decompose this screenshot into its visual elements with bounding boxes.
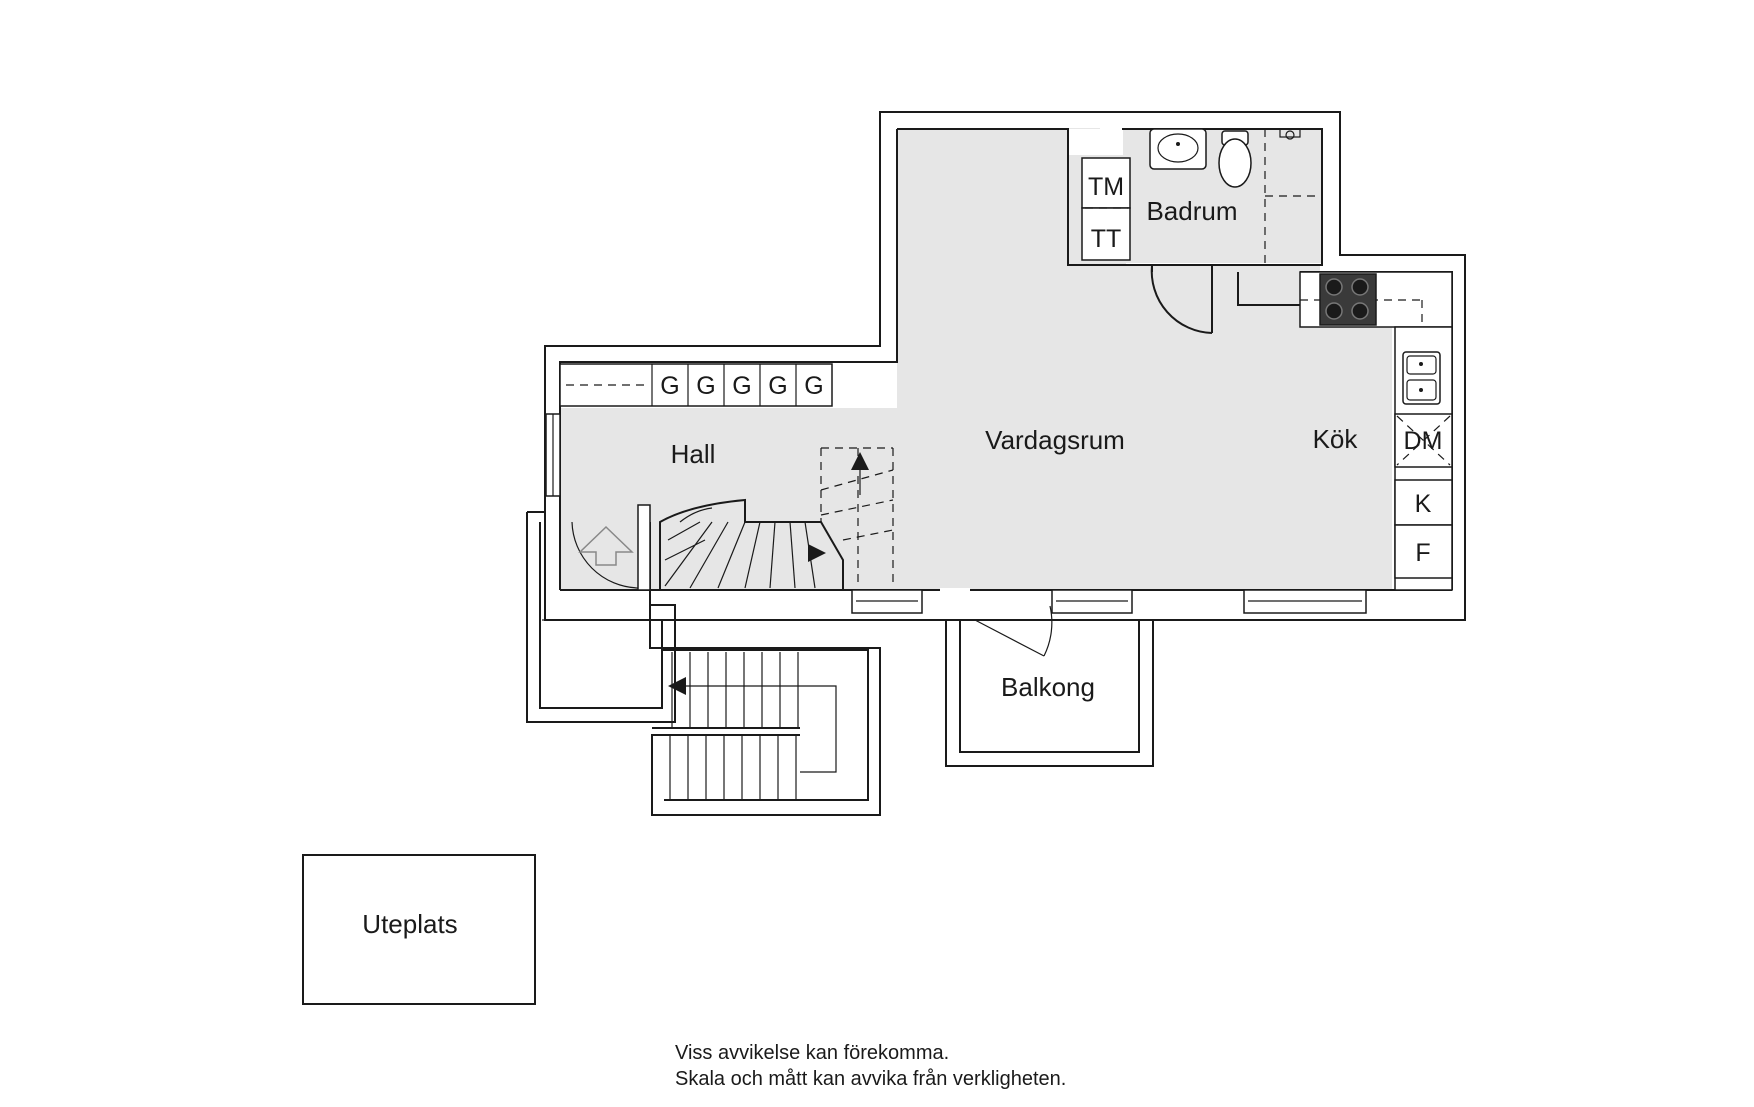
hall-label: Hall bbox=[671, 439, 716, 469]
stove-icon bbox=[1319, 273, 1377, 326]
uteplats-label: Uteplats bbox=[362, 909, 457, 939]
balcony-door[interactable] bbox=[974, 605, 1053, 657]
internal-stair bbox=[659, 447, 894, 591]
washbasin-icon bbox=[1149, 128, 1207, 170]
wardrobe-doors bbox=[651, 364, 797, 406]
wardrobe-g-4: G bbox=[768, 372, 787, 400]
window-bottom-1 bbox=[851, 589, 923, 614]
tt-closet bbox=[1081, 207, 1131, 261]
tm-closet bbox=[1081, 157, 1131, 209]
badrum-label: Badrum bbox=[1146, 196, 1237, 226]
balcony-outer bbox=[945, 619, 1154, 767]
disclaimer-line-2: Skala och mått kan avvika från verklighe… bbox=[675, 1068, 1066, 1090]
entrance-wall-inner bbox=[539, 522, 663, 709]
disclaimer-line-1: Viss avvikelse kan förekomma. bbox=[675, 1042, 949, 1064]
sink-icon bbox=[1402, 351, 1441, 405]
toilet-icon bbox=[1218, 130, 1252, 188]
balkong-label: Balkong bbox=[1001, 672, 1095, 702]
external-staircase bbox=[649, 605, 881, 816]
main-floor bbox=[560, 128, 1392, 590]
wardrobe-g-5: G bbox=[804, 372, 823, 400]
uteplats-area bbox=[302, 854, 536, 1005]
entrance-door[interactable] bbox=[571, 521, 639, 589]
vardagsrum-label: Vardagsrum bbox=[985, 425, 1125, 455]
wardrobe-row bbox=[559, 363, 833, 407]
dm-label: DM bbox=[1404, 427, 1443, 455]
kok-label: Kök bbox=[1313, 424, 1359, 454]
fridge bbox=[1394, 479, 1453, 526]
window-bottom-2 bbox=[1051, 589, 1133, 614]
bathroom-door[interactable] bbox=[1150, 264, 1213, 334]
tt-label: TT bbox=[1091, 225, 1122, 253]
entrance-door-frame bbox=[637, 504, 651, 591]
entrance-arrow-icon bbox=[578, 525, 634, 566]
tm-label: TM bbox=[1088, 173, 1124, 201]
window-bottom-3 bbox=[1243, 589, 1367, 614]
inner-wall-bath bbox=[1122, 128, 1323, 266]
entry-corridor bbox=[870, 130, 872, 132]
wardrobe-g-3: G bbox=[732, 372, 751, 400]
balcony-inner bbox=[959, 620, 1140, 753]
shower-icon bbox=[1264, 128, 1322, 263]
wardrobe-g-1: G bbox=[660, 372, 679, 400]
k-label: K bbox=[1415, 490, 1432, 518]
inner-wall-kitchen bbox=[1237, 272, 1300, 306]
freezer bbox=[1394, 524, 1453, 579]
entrance-wall bbox=[526, 512, 676, 723]
wardrobe-g-2: G bbox=[696, 372, 715, 400]
f-label: F bbox=[1415, 539, 1430, 567]
